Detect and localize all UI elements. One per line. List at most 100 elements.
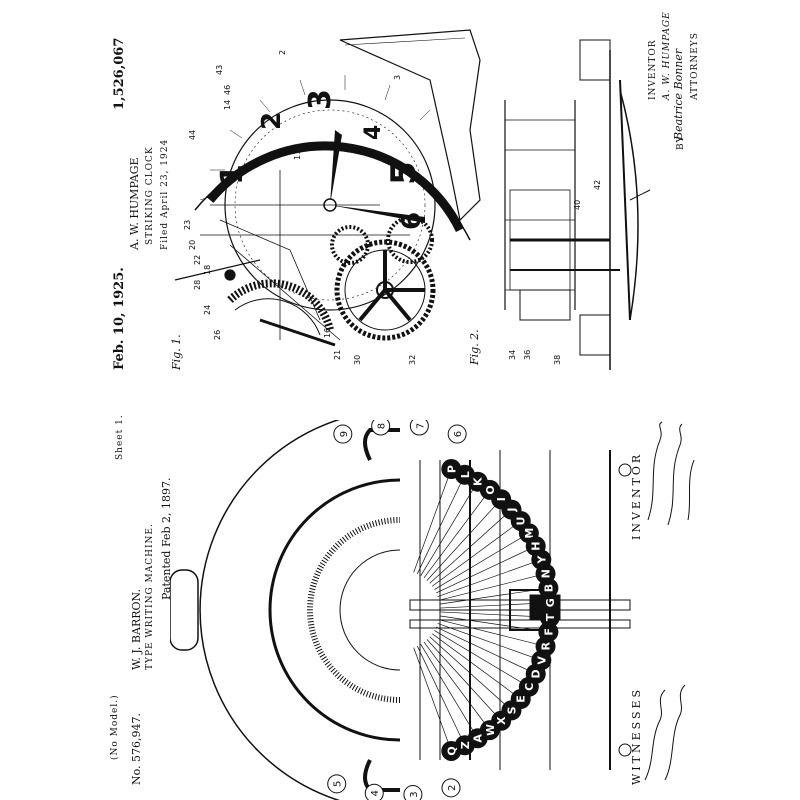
patent-inventor-line: A. W. HUMPAGE	[128, 157, 141, 250]
type-bar	[426, 639, 502, 722]
typewriter-key-label: F	[542, 628, 555, 636]
type-bar	[416, 474, 466, 575]
type-bar	[416, 645, 466, 746]
type-bar	[438, 573, 546, 601]
typewriter-key	[539, 607, 560, 628]
typewriter-key-label: Y	[535, 555, 548, 565]
type-bar	[423, 641, 491, 731]
svg-text:3: 3	[393, 75, 402, 80]
svg-text:11: 11	[293, 150, 302, 160]
type-bar	[436, 626, 536, 675]
typewriter-key-label: P	[445, 465, 458, 473]
typewriter-digit-label: 5	[333, 781, 344, 787]
type-bar	[437, 559, 542, 597]
typewriter-key-label: I	[495, 497, 508, 501]
gear-left	[227, 279, 334, 336]
typewriter-key-label: O	[484, 485, 497, 494]
typewriter-key-label: V	[535, 656, 548, 665]
patent-filed: Filed April 23, 1924	[160, 138, 170, 250]
svg-text:24: 24	[203, 305, 212, 315]
clock-patent-sheet: Feb. 10, 1925. A. W. HUMPAGE STRIKING CL…	[112, 11, 700, 370]
typewriter-digit-key	[403, 785, 423, 800]
typewriter-patent-number: No. 576,947.	[130, 712, 143, 785]
type-bar	[438, 619, 546, 647]
svg-text:18: 18	[203, 265, 212, 275]
svg-text:42: 42	[593, 180, 602, 190]
svg-text:16: 16	[323, 328, 332, 338]
typewriter-key-label: Q	[445, 746, 458, 755]
model-label: (No Model.)	[110, 694, 120, 760]
typewriter-title: TYPE WRITING MACHINE.	[145, 523, 155, 670]
type-bar	[437, 623, 542, 661]
typewriter-digit-label: 7	[415, 423, 426, 429]
attorney-signature: Beatrice Bonner	[672, 48, 685, 140]
svg-text:23: 23	[183, 220, 192, 230]
type-bar	[423, 489, 491, 579]
clock-figure-2: 34 36 38 40 42	[504, 39, 651, 370]
typewriter-digit-key	[364, 783, 384, 800]
typewriter-digit-key	[327, 774, 347, 794]
type-bar	[436, 545, 536, 594]
typewriter-key-label: K	[472, 477, 485, 486]
svg-text:38: 38	[553, 355, 562, 365]
typewriter-key-label: A	[472, 734, 485, 743]
typewriter-digit-key	[409, 420, 429, 436]
patent-date: Feb. 10, 1925.	[112, 267, 127, 370]
typewriter-key-label: S	[505, 706, 518, 714]
typewriter-digit-label: 3	[409, 791, 420, 797]
typewriter-key-label: U	[515, 517, 528, 526]
svg-text:26: 26	[213, 330, 222, 340]
gear-large	[334, 239, 436, 341]
typewriter-digit-label: 6	[453, 431, 464, 437]
dial-numeral-2: 2	[257, 112, 287, 130]
typewriter-digit-label: 2	[447, 785, 458, 791]
typewriter-key-label: T	[544, 613, 557, 621]
dial-numeral-1: 1	[215, 164, 250, 185]
typewriter-key	[538, 578, 559, 599]
attorneys-label: ATTORNEYS	[690, 32, 700, 100]
patent-title: STRIKING CLOCK	[145, 146, 155, 245]
type-bar	[431, 633, 521, 700]
dial-numeral-4: 4	[361, 125, 386, 140]
typewriter-key-label: G	[544, 598, 557, 607]
type-bar	[434, 532, 530, 590]
typewriter-key-label: N	[540, 569, 553, 578]
typewriter-key-label: L	[459, 471, 472, 478]
patent-number: 1,526,067	[112, 37, 127, 110]
typewriter-key-label: B	[542, 584, 555, 592]
typewriter-key-label: D	[530, 669, 543, 678]
typewriter-digit-key	[447, 424, 467, 444]
typewriter-key	[539, 592, 560, 613]
typewriter-digit-label: 9	[339, 431, 350, 437]
svg-text:2: 2	[278, 50, 287, 55]
svg-text:14: 14	[223, 100, 232, 110]
typewriter-key-label: W	[484, 724, 497, 736]
typewriter-key-label: J	[505, 508, 518, 513]
type-bar	[420, 481, 479, 576]
typewriter-key-label: X	[495, 716, 508, 725]
typewriter-key-label: H	[530, 542, 543, 551]
svg-text:28: 28	[193, 280, 202, 290]
svg-text:40: 40	[573, 200, 582, 210]
typewriter-key	[441, 740, 462, 761]
svg-text:43: 43	[215, 65, 224, 75]
typewriter-digit-key	[333, 424, 353, 444]
clock-figure-1: 1 2 3 4 5 6	[174, 29, 481, 365]
svg-text:20: 20	[188, 240, 197, 250]
sheet-label: Sheet 1.	[115, 414, 125, 460]
dial-numeral-5: 5	[384, 161, 424, 185]
typewriter-key-label: E	[515, 695, 528, 703]
typewriter-digit-key	[441, 778, 461, 798]
svg-text:30: 30	[353, 355, 362, 365]
witness-signatures	[644, 684, 686, 781]
inventor-signatures	[647, 421, 695, 526]
typewriter-inventor-line: W. J. BARRON.	[130, 589, 143, 670]
svg-text:32: 32	[408, 355, 417, 365]
type-bar	[431, 520, 521, 587]
typewriter-digit-key	[371, 420, 391, 436]
typewriter-key-label: M	[523, 528, 536, 539]
typewriter-patent-sheet: (No Model.) No. 576,947. W. J. BARRON. T…	[0, 400, 800, 800]
inventor-name: A. W. HUMPAGE	[662, 11, 672, 100]
svg-text:44: 44	[188, 130, 197, 140]
